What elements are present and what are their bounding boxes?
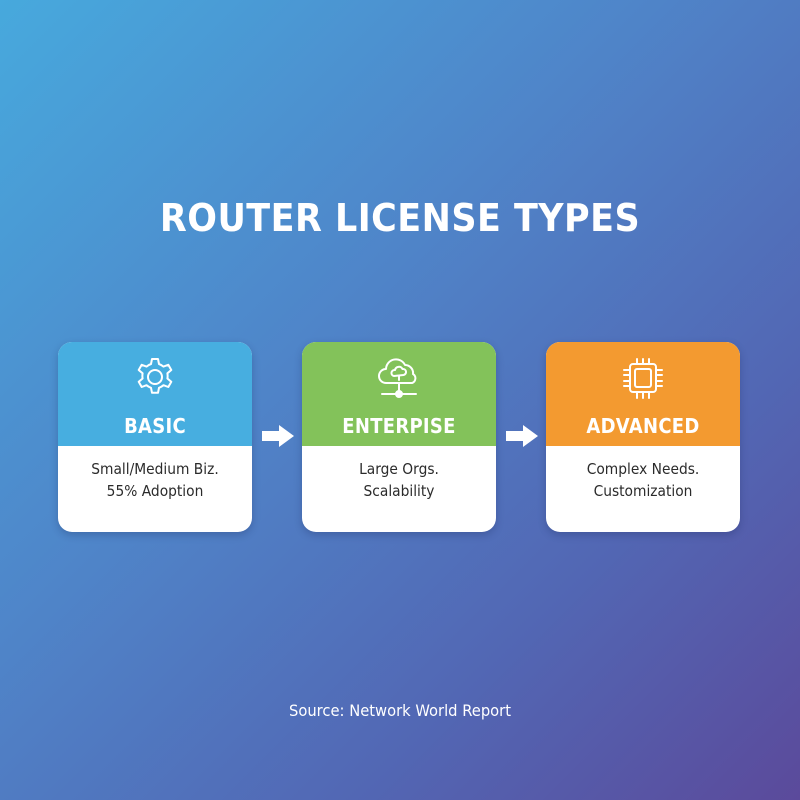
card-label: ADVANCED: [586, 414, 700, 438]
card-line: Scalability: [363, 482, 435, 500]
source-caption: Source: Network World Report: [288, 701, 511, 720]
card-header: ENTERPISE: [302, 342, 496, 446]
card-advanced: ADVANCED Complex Needs. Customization: [546, 342, 740, 532]
gear-icon: [128, 356, 182, 402]
card-line: Small/Medium Biz.: [91, 460, 219, 478]
card-line: Customization: [593, 482, 693, 500]
card-description: Complex Needs. Customization: [546, 446, 740, 532]
card-label: BASIC: [124, 414, 186, 438]
card-description: Small/Medium Biz. 55% Adoption: [58, 446, 252, 532]
arrow-right-icon: [505, 424, 539, 448]
cloud-network-icon: [372, 356, 426, 402]
card-header: ADVANCED: [546, 342, 740, 446]
card-description: Large Orgs. Scalability: [302, 446, 496, 532]
card-basic: BASIC Small/Medium Biz. 55% Adoption: [58, 342, 252, 532]
cpu-chip-icon: [616, 356, 670, 402]
card-header: BASIC: [58, 342, 252, 446]
card-line: 55% Adoption: [106, 482, 204, 500]
card-line: Complex Needs.: [586, 460, 700, 478]
card-label: ENTERPISE: [342, 414, 456, 438]
card-line: Large Orgs.: [359, 460, 439, 478]
card-enterprise: ENTERPISE Large Orgs. Scalability: [302, 342, 496, 532]
arrow-right-icon: [261, 424, 295, 448]
page-title: ROUTER LICENSE TYPES: [159, 196, 641, 240]
